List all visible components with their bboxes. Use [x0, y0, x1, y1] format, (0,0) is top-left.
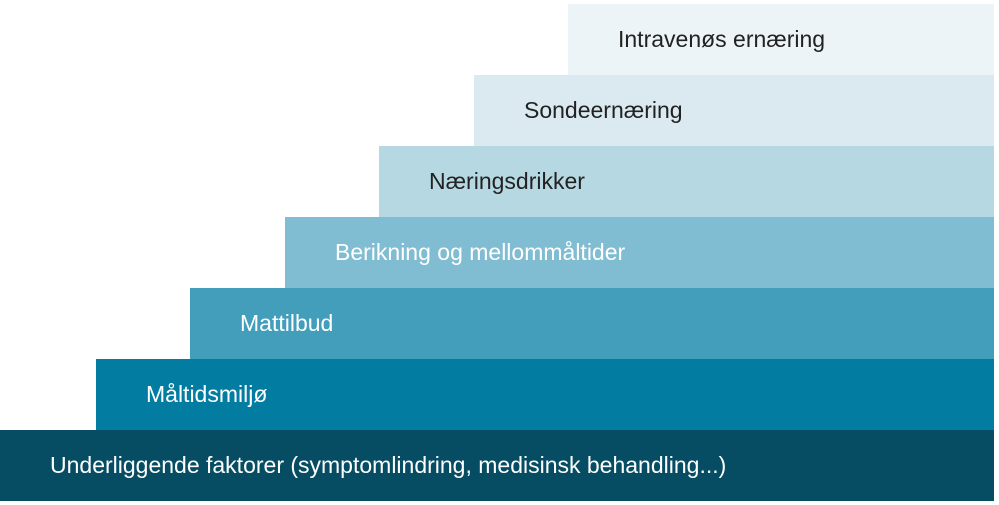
step-sondeernaering: Sondeernæring [474, 75, 994, 146]
step-intravenos-ernaering: Intravenøs ernæring [568, 4, 994, 75]
step-label: Måltidsmiljø [146, 381, 268, 407]
step-label: Næringsdrikker [429, 168, 585, 194]
step-maltidsmiljo: Måltidsmiljø [96, 359, 994, 430]
step-label: Berikning og mellommåltider [335, 239, 626, 265]
step-mattilbud: Mattilbud [190, 288, 994, 359]
step-berikning: Berikning og mellommåltider [285, 217, 994, 288]
step-label: Sondeernæring [524, 97, 683, 123]
step-label: Underliggende faktorer (symptomlindring,… [50, 452, 727, 478]
step-naeringsdrikker: Næringsdrikker [379, 146, 994, 217]
step-label: Mattilbud [240, 310, 334, 336]
step-underliggende-faktorer: Underliggende faktorer (symptomlindring,… [0, 430, 994, 501]
step-label: Intravenøs ernæring [618, 26, 826, 52]
